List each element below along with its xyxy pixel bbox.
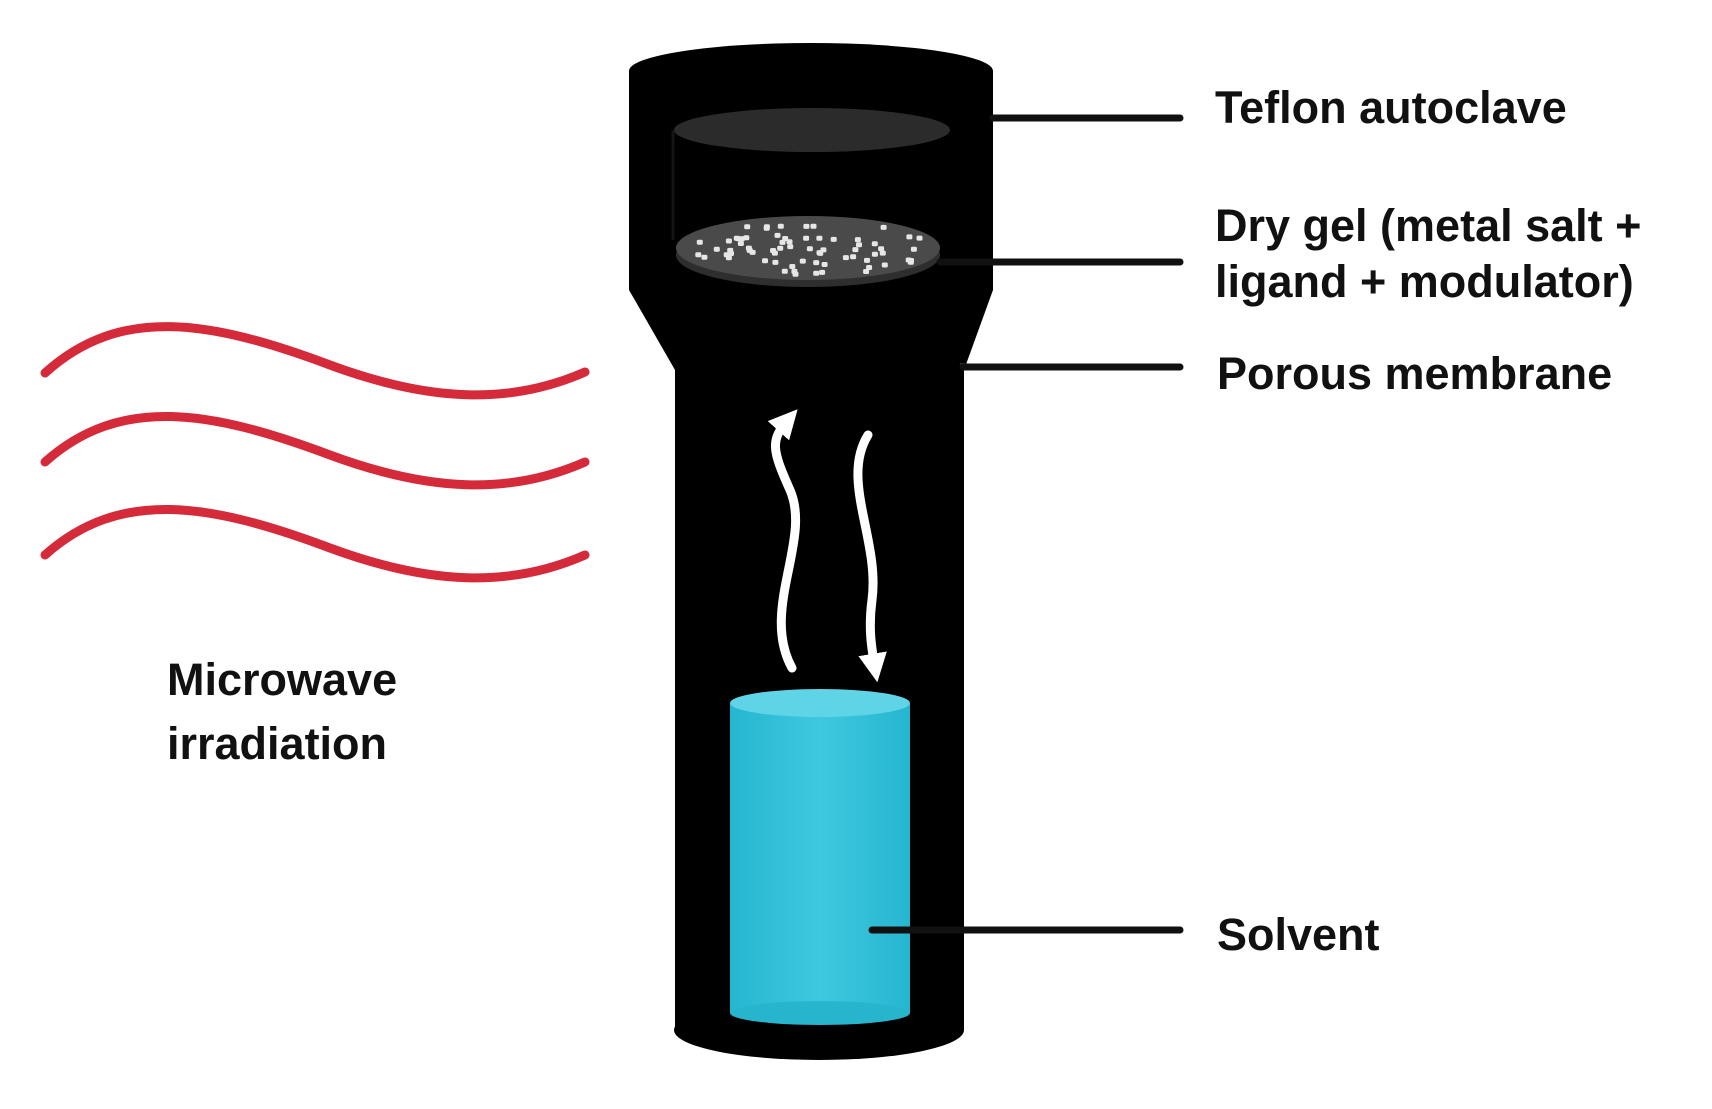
- label-dry-gel-line2: ligand + modulator): [1215, 256, 1634, 307]
- gel-particle: [792, 271, 799, 277]
- gel-particle: [880, 224, 887, 230]
- gel-particle: [772, 259, 779, 265]
- gel-particle: [906, 234, 913, 240]
- gel-particle: [842, 255, 849, 261]
- label-dry-gel-line1: Dry gel (metal salt +: [1215, 200, 1642, 251]
- gel-particle: [813, 260, 820, 266]
- gel-particle: [816, 235, 823, 241]
- gel-particle: [863, 269, 870, 274]
- gel-particle: [878, 246, 885, 252]
- gel-particle: [787, 244, 794, 250]
- gel-particle: [866, 265, 873, 270]
- gel-particle: [907, 259, 914, 265]
- gel-particle: [696, 239, 703, 245]
- gel-particle: [727, 247, 734, 253]
- gel-particle: [744, 224, 751, 230]
- gel-particle: [781, 268, 788, 274]
- gel-particle: [782, 236, 789, 241]
- gel-particle: [746, 247, 753, 253]
- gel-particle: [910, 246, 917, 252]
- gel-particle: [713, 246, 720, 252]
- gel-particle: [777, 223, 784, 229]
- label-porous-membrane: Porous membrane: [1217, 348, 1613, 399]
- gel-particle: [786, 239, 793, 245]
- gel-particle: [852, 247, 859, 253]
- label-microwave-line1: Microwave: [167, 654, 398, 705]
- gel-particle: [916, 235, 923, 241]
- gel-particle: [771, 250, 778, 256]
- label-microwave-irradiation: Microwave irradiation: [167, 648, 397, 776]
- gel-particle: [777, 245, 784, 251]
- gel-particle: [803, 235, 810, 241]
- dry-gel-disc: [676, 216, 940, 287]
- lid-opening: [674, 108, 950, 152]
- gel-particle: [762, 258, 768, 264]
- gel-particle: [803, 223, 810, 229]
- gel-particle: [813, 270, 820, 276]
- gel-particle: [701, 254, 708, 260]
- gel-particle: [856, 242, 862, 248]
- microwave-wave-icon: [40, 322, 590, 583]
- gel-particle: [864, 257, 870, 263]
- gel-particle: [763, 224, 770, 230]
- label-teflon-autoclave: Teflon autoclave: [1215, 82, 1567, 133]
- gel-particle: [774, 232, 781, 238]
- gel-particle: [789, 264, 796, 269]
- gel-particle: [743, 235, 750, 241]
- gel-particle: [830, 236, 837, 242]
- gel-particle: [695, 252, 702, 258]
- gel-particle: [871, 241, 878, 247]
- label-solvent: Solvent: [1217, 909, 1380, 960]
- gel-particle: [810, 223, 817, 229]
- gel-particle: [879, 250, 886, 256]
- gel-particle: [871, 251, 878, 257]
- gel-particle: [725, 238, 732, 244]
- gel-particle: [733, 235, 740, 241]
- solvent-cylinder: [730, 689, 910, 1025]
- vapor-up-arrow-icon: [767, 409, 801, 673]
- gel-particle: [850, 254, 857, 260]
- gel-particle: [881, 262, 888, 268]
- label-dry-gel: Dry gel (metal salt + ligand + modulator…: [1215, 198, 1641, 310]
- gel-particle: [799, 258, 806, 264]
- label-microwave-line2: irradiation: [167, 718, 388, 769]
- gel-particle: [854, 237, 861, 243]
- microwave-wave-3: [40, 505, 590, 583]
- gel-particle: [819, 269, 826, 275]
- microwave-wave-1: [40, 322, 590, 400]
- microwave-wave-2: [40, 412, 590, 490]
- gel-particle: [737, 241, 744, 246]
- gel-particle: [821, 262, 828, 267]
- leader-lines: [868, 114, 1184, 934]
- gel-particle: [820, 247, 827, 253]
- vapor-down-arrow-icon: [853, 430, 887, 683]
- gel-particle: [806, 246, 813, 252]
- gel-particle: [779, 239, 786, 245]
